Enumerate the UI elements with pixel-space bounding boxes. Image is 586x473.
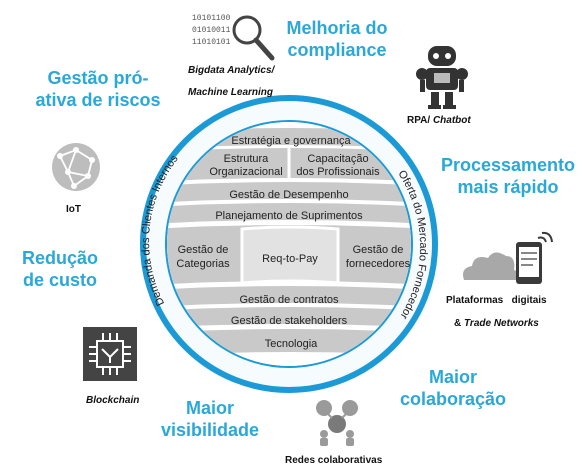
benefit-risk-management: Gestão pró-ativa de riscos xyxy=(35,68,161,110)
robot-icon xyxy=(416,46,468,109)
band-performance xyxy=(167,182,411,203)
platforms-label-line1: Plataformas digitais xyxy=(446,295,547,306)
bigdata-label-line1: Bigdata Analytics/ xyxy=(188,65,275,76)
row-strategy: Estratégia e governança xyxy=(231,135,351,147)
row-technology: Tecnologia xyxy=(265,338,318,350)
row-capacity-1: Capacitação xyxy=(307,153,368,165)
row-structure-1: Estrutura xyxy=(224,153,270,165)
svg-text:01010011: 01010011 xyxy=(192,26,231,35)
social-label: Redes colaborativas xyxy=(285,455,383,466)
row-suppliers-2: fornecedores xyxy=(346,258,411,270)
row-capacity-2: dos Profissionais xyxy=(296,166,380,178)
band-planning xyxy=(167,203,411,224)
globe-bands xyxy=(167,122,411,366)
band-stakeholders xyxy=(167,307,411,328)
core-cell xyxy=(240,225,340,285)
bigdata-label-line2: Machine Learning xyxy=(188,87,274,98)
platforms-label-line2: & Trade Networks xyxy=(454,318,539,329)
social-network-icon xyxy=(316,400,358,446)
svg-text:11010101: 11010101 xyxy=(192,38,231,47)
chip-icon xyxy=(83,327,137,381)
magnifier-binary-icon: 10101100 01010011 11010101 xyxy=(192,14,275,61)
rpa-label: RPA/ Chatbot xyxy=(407,115,471,126)
row-contracts: Gestão de contratos xyxy=(239,294,339,306)
blockchain-label: Blockchain xyxy=(86,395,140,406)
cloud-tablet-icon xyxy=(463,231,553,284)
row-categories-1: Gestão de xyxy=(178,244,229,256)
row-structure-2: Organizacional xyxy=(209,166,282,178)
row-categories-2: Categorias xyxy=(176,258,230,270)
svg-text:10101100: 10101100 xyxy=(192,14,231,23)
network-globe-icon xyxy=(52,143,100,191)
iot-label: IoT xyxy=(66,204,81,215)
band-contracts xyxy=(167,286,411,307)
row-suppliers-1: Gestão de xyxy=(353,244,404,256)
row-core: Req-to-Pay xyxy=(262,253,318,265)
row-stakeholders: Gestão de stakeholders xyxy=(231,315,348,327)
row-planning: Planejamento de Suprimentos xyxy=(215,210,363,222)
row-performance: Gestão de Desempenho xyxy=(229,189,348,201)
